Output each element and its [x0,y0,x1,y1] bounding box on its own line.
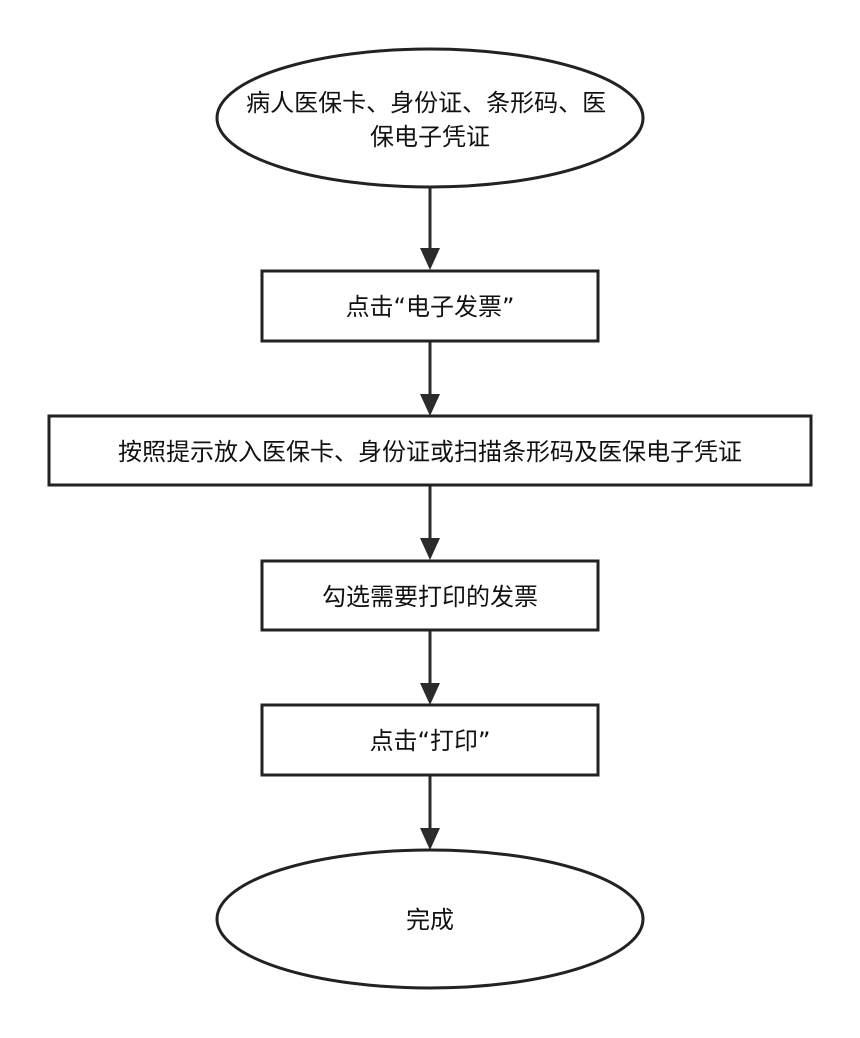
step-click-print: 点击“打印” [260,703,600,777]
end-node-text: 完成 [406,906,454,934]
connector-step3-to-step4 [420,630,440,705]
arrow-head [420,538,440,560]
arrow-head [420,248,440,270]
start-node-text: 病人医保卡、身份证、条形码、医 保电子凭证 [246,89,614,151]
step-click-print-text: 点击“打印” [370,727,491,755]
connector-step1-to-step2 [420,341,440,416]
step-click-e-invoice-text: 点击“电子发票” [346,293,515,321]
step-select-invoices: 勾选需要打印的发票 [260,559,600,632]
start-node: 病人医保卡、身份证、条形码、医 保电子凭证 [215,47,645,189]
step-insert-card-or-scan-text: 按照提示放入医保卡、身份证或扫描条形码及医保电子凭证 [118,438,742,466]
step-click-e-invoice: 点击“电子发票” [260,269,600,343]
arrow-head [420,394,440,416]
step-insert-card-or-scan: 按照提示放入医保卡、身份证或扫描条形码及医保电子凭证 [47,414,813,487]
connector-step4-to-end [420,775,440,850]
arrow-head [420,683,440,705]
start-node-line-2: 保电子凭证 [370,123,490,151]
start-node-line-1: 病人医保卡、身份证、条形码、医 [246,89,606,117]
arrow-head [420,828,440,850]
connector-step2-to-step3 [420,485,440,560]
step-select-invoices-text: 勾选需要打印的发票 [322,583,538,611]
end-node: 完成 [215,848,645,990]
connector-start-to-step1 [420,187,440,270]
flow-connectors [420,187,440,850]
